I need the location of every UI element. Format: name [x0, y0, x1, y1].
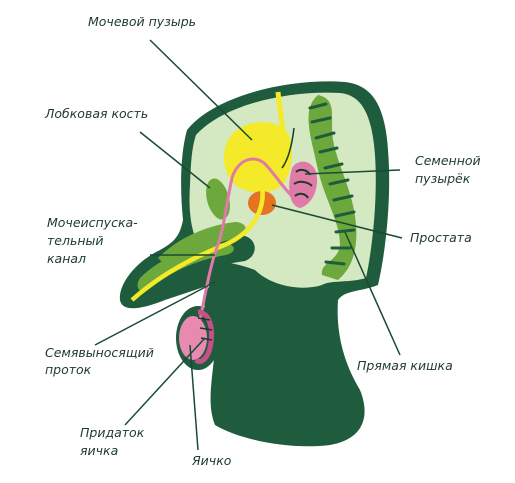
ureter-line	[281, 127, 295, 169]
leader-seminal-vesicle	[304, 169, 401, 175]
leader-pubic-bone	[139, 131, 211, 189]
vas-deferens	[198, 157, 297, 321]
rectum	[308, 95, 357, 280]
label-bladder: Мочевой пузырь	[88, 14, 196, 29]
label-prostate: Простата	[410, 230, 472, 245]
label-seminal-vesicle-2: пузырёк	[415, 171, 471, 186]
label-pubic-bone: Лобковая кость	[44, 106, 148, 121]
testis	[179, 316, 207, 360]
label-seminal-vesicle-1: Семенной	[415, 153, 481, 168]
pubic-bone	[206, 178, 230, 220]
label-urethra-1: Мочеиспуска-	[47, 215, 138, 230]
leader-prostate	[271, 204, 403, 239]
leader-testicle	[189, 344, 199, 451]
epididymis-coils	[197, 317, 213, 341]
leader-rectum	[344, 231, 401, 356]
corpus-upper	[158, 222, 246, 268]
urethra	[130, 185, 265, 302]
ureter	[275, 91, 286, 161]
leader-vas-deferens	[94, 281, 216, 346]
label-epididymis-1: Придаток	[80, 425, 145, 440]
label-vas-deferens-2: проток	[45, 362, 92, 377]
label-epididymis-2: яичка	[80, 443, 118, 458]
label-urethra-2: тельный	[47, 233, 104, 248]
leader-epididymis	[124, 337, 206, 426]
label-vas-deferens-1: Семявыносящий	[45, 345, 154, 360]
label-rectum: Прямая кишка	[357, 358, 453, 373]
rectum-folds	[308, 102, 356, 266]
label-testicle: Яичко	[191, 453, 232, 468]
epididymis	[194, 309, 214, 364]
label-urethra-3: канал	[47, 251, 86, 266]
leader-bladder	[149, 39, 253, 141]
